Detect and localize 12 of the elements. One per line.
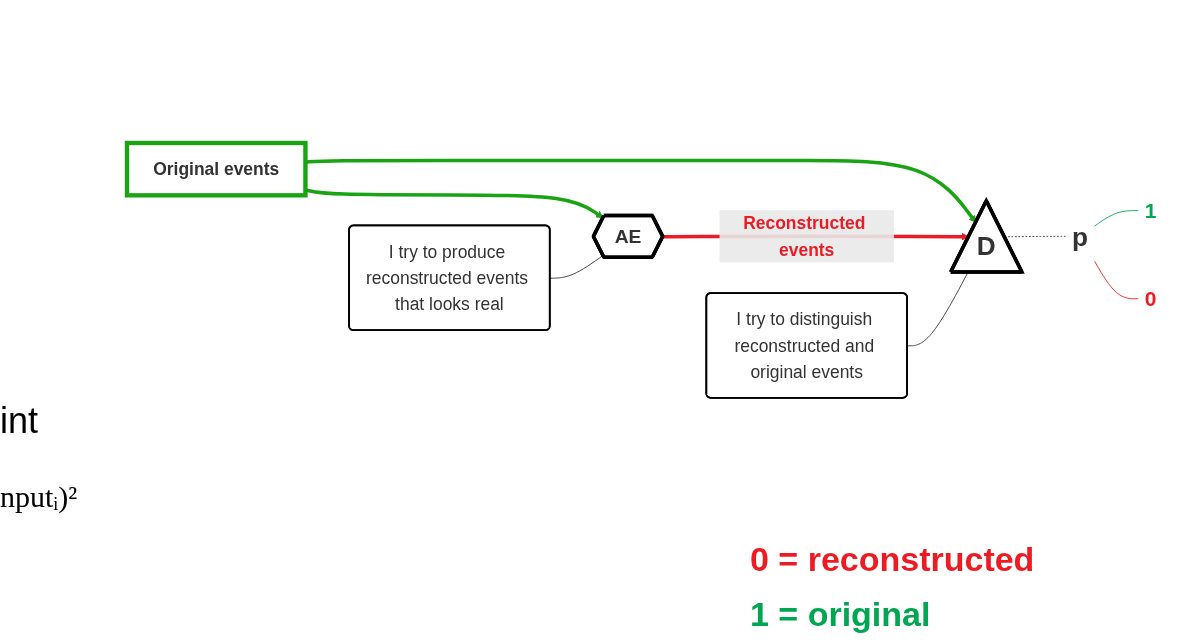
formula-fragment: nputᵢ)² [0,480,78,514]
fragment-text: int [0,400,39,442]
connector [549,254,604,279]
node-text: 1 [1144,198,1157,222]
legend-text: 0 = reconstructed [750,540,1035,579]
node-box: Original events [124,140,308,198]
edge-label: Reconstructed events [743,213,866,259]
connector [1094,260,1139,299]
node-text: 0 [1144,286,1157,310]
legend-text: 1 = original [750,595,931,634]
connector [1094,209,1139,227]
node-text: p [1072,221,1089,251]
